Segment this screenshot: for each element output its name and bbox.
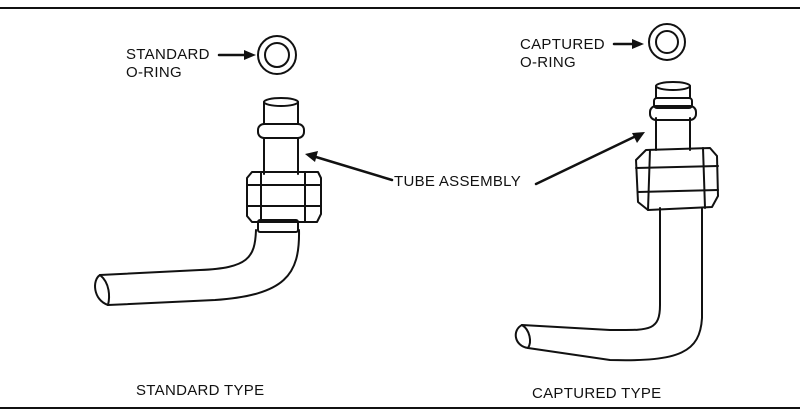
captured-oring-arrow xyxy=(612,39,644,49)
tube-assembly-label: TUBE ASSEMBLY xyxy=(394,173,521,190)
tube-assembly-leaders xyxy=(305,132,645,186)
standard-oring-label-line1: STANDARD xyxy=(126,46,210,63)
captured-tube-assembly xyxy=(514,81,719,362)
captured-oring-label-line1: CAPTURED xyxy=(520,36,605,53)
captured-oring xyxy=(648,23,686,61)
captured-oring-label-line2: O-RING xyxy=(520,54,576,71)
standard-type-caption: STANDARD TYPE xyxy=(136,382,265,399)
standard-oring xyxy=(257,35,297,75)
standard-tube-assembly xyxy=(94,97,322,306)
standard-oring-label-line2: O-RING xyxy=(126,64,182,81)
frame xyxy=(0,7,800,409)
standard-oring-arrow xyxy=(217,50,256,60)
captured-type-caption: CAPTURED TYPE xyxy=(532,385,662,402)
